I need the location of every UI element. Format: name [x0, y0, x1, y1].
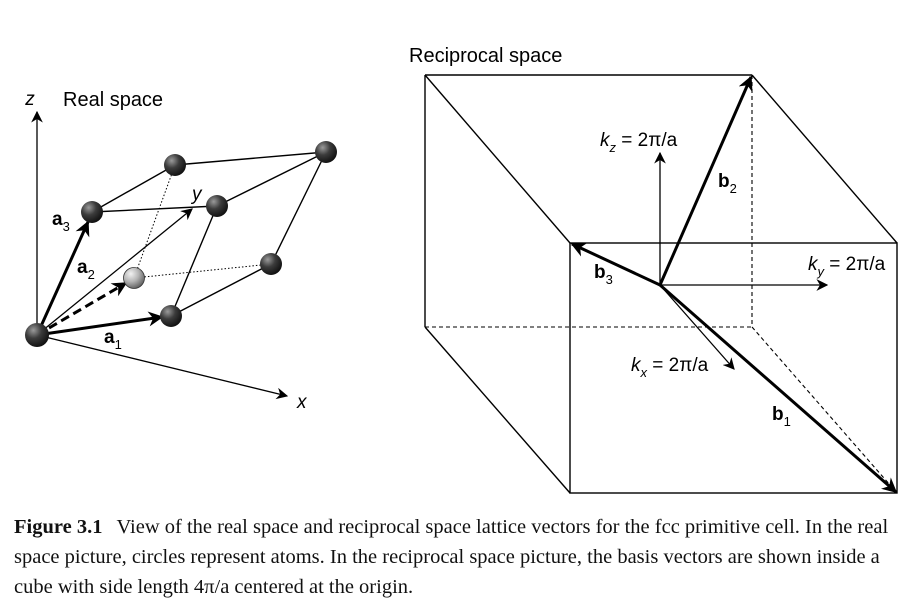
real-cell-edges: [36, 151, 327, 336]
atom: [81, 201, 103, 223]
a2-label: a2: [77, 257, 95, 282]
real-space-title: Real space: [63, 89, 163, 111]
reciprocal-space-title: Reciprocal space: [409, 45, 562, 67]
atom: [160, 305, 182, 327]
a2-vector: [36, 281, 128, 337]
a1-label: a1: [104, 327, 122, 352]
figure-diagram: z Real space y x a3 a2 a1 Reciprocal spa…: [24, 45, 898, 494]
x-axis: [36, 334, 289, 400]
z-axis-label: z: [24, 89, 35, 110]
b3-label: b3: [594, 262, 613, 287]
atoms: [25, 141, 337, 347]
atom: [123, 267, 145, 289]
a3-label: a3: [52, 209, 70, 234]
x-axis-label: x: [296, 392, 308, 413]
atom: [315, 141, 337, 163]
atom: [164, 154, 186, 176]
a1-vector: [36, 311, 164, 337]
b1-vector: [659, 283, 898, 494]
figure-caption-text: View of the real space and reciprocal sp…: [14, 516, 889, 598]
b2-vector: [658, 75, 753, 286]
kx-label: kx = 2π/a: [631, 355, 709, 380]
real-cell-hidden-edges: [133, 164, 272, 279]
real-space-panel: z Real space y x a3 a2 a1: [24, 89, 337, 413]
figure-caption-label: Figure 3.1: [14, 516, 103, 538]
kx-axis: [659, 284, 735, 370]
cube-edges: [424, 74, 898, 494]
atom-origin: [25, 323, 49, 347]
b3-vector: [570, 242, 661, 287]
reciprocal-space-panel: Reciprocal space b2 b3 b1 kz = 2π/a k: [409, 45, 898, 494]
b1-label: b1: [772, 404, 791, 429]
y-axis: [36, 208, 193, 336]
atom: [260, 253, 282, 275]
kz-label: kz = 2π/a: [600, 130, 678, 155]
y-axis-label: y: [190, 184, 203, 205]
ky-label: ky = 2π/a: [808, 254, 886, 279]
atom: [206, 195, 228, 217]
b2-label: b2: [718, 171, 737, 196]
a3-vector: [35, 220, 90, 336]
